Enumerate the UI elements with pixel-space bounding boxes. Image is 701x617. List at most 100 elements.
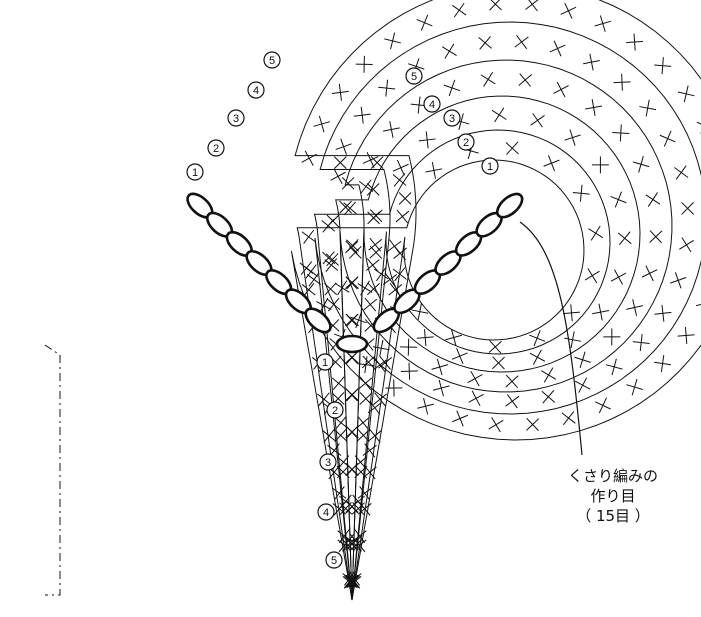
single-crochet-stitch [633,334,650,351]
single-crochet-stitch [417,398,433,414]
single-crochet-stitch [384,33,400,49]
single-crochet-stitch [660,131,676,147]
single-crochet-stitch [650,231,662,243]
single-crochet-stitch [378,80,395,97]
single-crochet-stitch [452,348,468,364]
single-crochet-stitch [364,298,377,311]
single-crochet-stitch [526,418,538,430]
single-crochet-stitch [530,350,545,365]
row-number-5-marker: 5 [264,52,280,68]
single-crochet-stitch [541,368,556,383]
single-crochet-stitch [519,74,532,87]
single-crochet-stitch [300,262,313,275]
single-crochet-stitch [678,327,695,344]
row-number-1-marker: 1 [187,164,203,180]
single-crochet-stitch [417,15,433,31]
single-crochet-stitch [505,394,519,408]
row-number-4-marker: 4 [248,82,264,98]
single-crochet-stitch [682,202,694,214]
single-crochet-stitch [585,99,602,116]
single-crochet-stitch [544,155,560,171]
single-crochet-stitch [554,82,569,97]
single-crochet-stitch [371,157,383,169]
single-crochet-stitch [592,156,609,173]
single-crochet-stitch [388,239,402,253]
single-crochet-stitch [344,202,357,215]
single-crochet-stitch [583,54,600,71]
single-crochet-stitch [426,162,443,179]
single-crochet-stitch [564,331,581,348]
row-number-5-marker: 5 [326,552,342,568]
single-crochet-stitch [489,417,504,432]
single-crochet-stitch [515,35,529,49]
single-crochet-stitch [332,377,345,390]
single-crochet-stitch [492,108,506,122]
single-crochet-stitch [336,139,352,155]
single-crochet-stitch [562,411,575,424]
row-number-label: 4 [323,507,329,519]
single-crochet-stitch [334,157,346,169]
single-crochet-stitch [618,232,631,245]
single-crochet-stitch [561,3,576,18]
single-crochet-stitch [370,246,382,258]
single-crochet-stitch [379,356,392,369]
single-crochet-stitch [302,230,316,244]
single-crochet-stitch [525,0,538,11]
single-crochet-stitch [433,380,449,396]
single-crochet-stitch [589,226,603,240]
row-number-2-marker: 2 [208,140,224,156]
single-crochet-stitch [345,241,357,253]
single-crochet-stitch [360,393,372,405]
annotation-line-1: くさり編みの [548,466,678,486]
row-number-3-marker: 3 [444,110,460,126]
single-crochet-stitch [592,304,609,321]
single-crochet-stitch [626,34,643,51]
single-crochet-stitch [340,201,352,213]
single-crochet-stitch [603,328,620,345]
single-crochet-stitch [332,84,349,101]
single-crochet-stitch [452,411,468,427]
row-number-4-marker: 4 [424,96,440,112]
row-number-label: 2 [332,405,338,417]
single-crochet-stitch [444,80,460,96]
single-crochet-stitch [346,426,358,438]
single-crochet-stitch [396,210,409,223]
chain-stitch [493,190,526,222]
single-crochet-stitch [442,44,456,58]
single-crochet-stitch [564,130,580,146]
single-crochet-stitch [331,169,346,184]
single-crochet-stitch [432,359,448,375]
single-crochet-stitch [446,329,462,345]
single-crochet-stitch [302,151,317,166]
single-crochet-stitch [346,389,358,401]
single-crochet-stitch [393,160,408,175]
single-crochet-stitch [452,3,466,17]
single-crochet-stitch [479,36,492,49]
single-crochet-stitch [679,238,693,252]
row-number-3-marker: 3 [320,454,336,470]
single-crochet-stitch [506,142,519,155]
single-crochet-stitch [575,378,590,393]
single-crochet-stitch [626,299,643,316]
row-number-label: 1 [192,167,198,179]
row-number-5-marker: 5 [406,68,422,84]
single-crochet-stitch [469,391,484,406]
single-crochet-stitch [358,281,372,295]
single-crochet-stitch [324,283,336,295]
single-crochet-stitch [654,57,671,74]
single-crochet-stitch [612,125,629,142]
single-crochet-stitch [670,272,686,288]
single-crochet-stitch [345,314,357,326]
single-crochet-stitch [342,177,354,189]
single-crochet-stitch [595,398,610,413]
annotation-line-3: （ 15目 ） [548,506,678,526]
single-crochet-stitch [633,156,649,172]
single-crochet-stitch [646,192,660,206]
annotation-line-2: 作り目 [548,486,678,506]
row-number-2-marker: 2 [327,402,343,418]
single-crochet-stitch [389,283,402,296]
single-crochet-stitch [697,118,701,133]
row-number-label: 5 [269,55,275,67]
single-crochet-stitch [529,330,545,346]
single-crochet-stitch [356,416,369,429]
